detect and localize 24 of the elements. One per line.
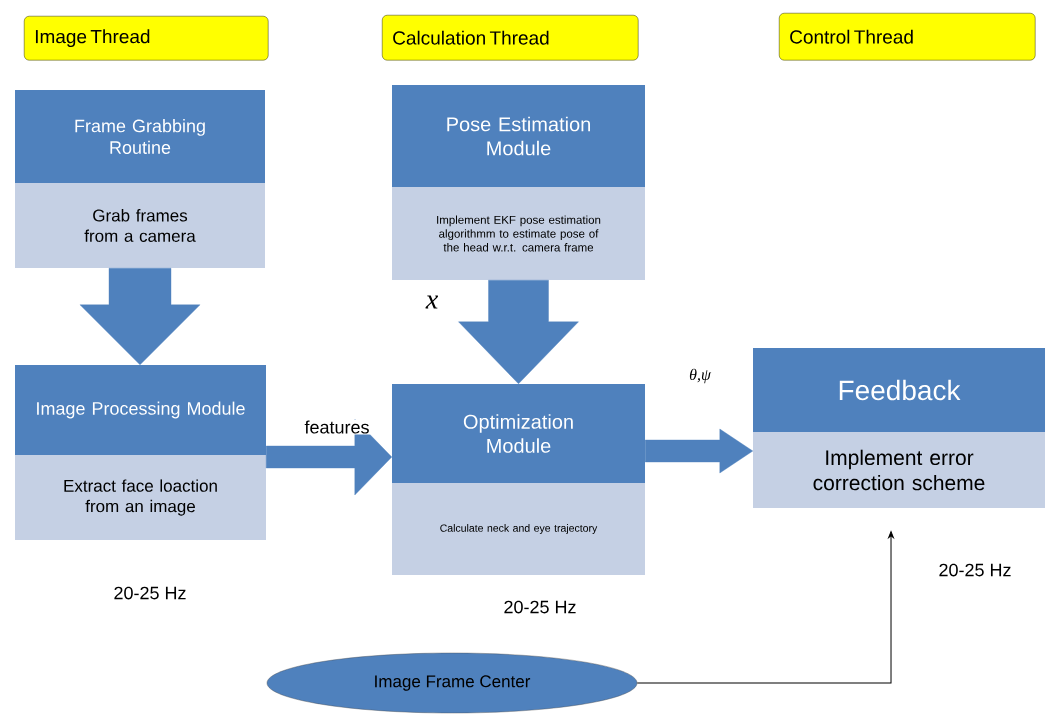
- block-arrow: [645, 428, 753, 474]
- block-arrow: [266, 418, 392, 496]
- edge-label: x: [424, 294, 440, 310]
- module-box: Frame Grabbing Routine Grab frames from a camera: [15, 90, 265, 268]
- rate-label: 20-25 Hz: [504, 600, 576, 614]
- thread-label: Image Thread: [24, 16, 269, 61]
- node-label: Implement EKF pose estimation algorithmm to estimate pose of the head w.r.t. camera frame: [437, 215, 601, 252]
- rate-label: 20-25 Hz: [939, 563, 1011, 577]
- node-label: Extract face loaction from an image: [64, 479, 217, 516]
- module-box: Feedback Implement error correction scheme: [753, 348, 1045, 508]
- block-arrow: [79, 268, 201, 365]
- edge-label: θ,ψ: [688, 367, 712, 385]
- thread-label: Calculation Thread: [382, 15, 639, 61]
- node-label: Implement error correction scheme: [813, 449, 985, 491]
- rate-label: 20-25 Hz: [114, 586, 186, 600]
- block-arrow: [458, 280, 579, 384]
- module-box: Pose Estimation Module Implement EKF pose estimation algorithmm to estimate pose of the head w.r.t. camera frame: [392, 85, 645, 280]
- node-label: Grab frames from a camera: [84, 209, 196, 242]
- module-box: Image Processing Module Extract face loaction from an image: [15, 365, 266, 540]
- thread-label: Control Thread: [779, 13, 1036, 61]
- module-box: Optimization Module Calculate neck and eye trajectory: [392, 384, 645, 575]
- arrow: [636, 531, 894, 684]
- node-label: Calculate neck and eye trajectory: [440, 524, 598, 534]
- edge-label: features: [303, 419, 371, 435]
